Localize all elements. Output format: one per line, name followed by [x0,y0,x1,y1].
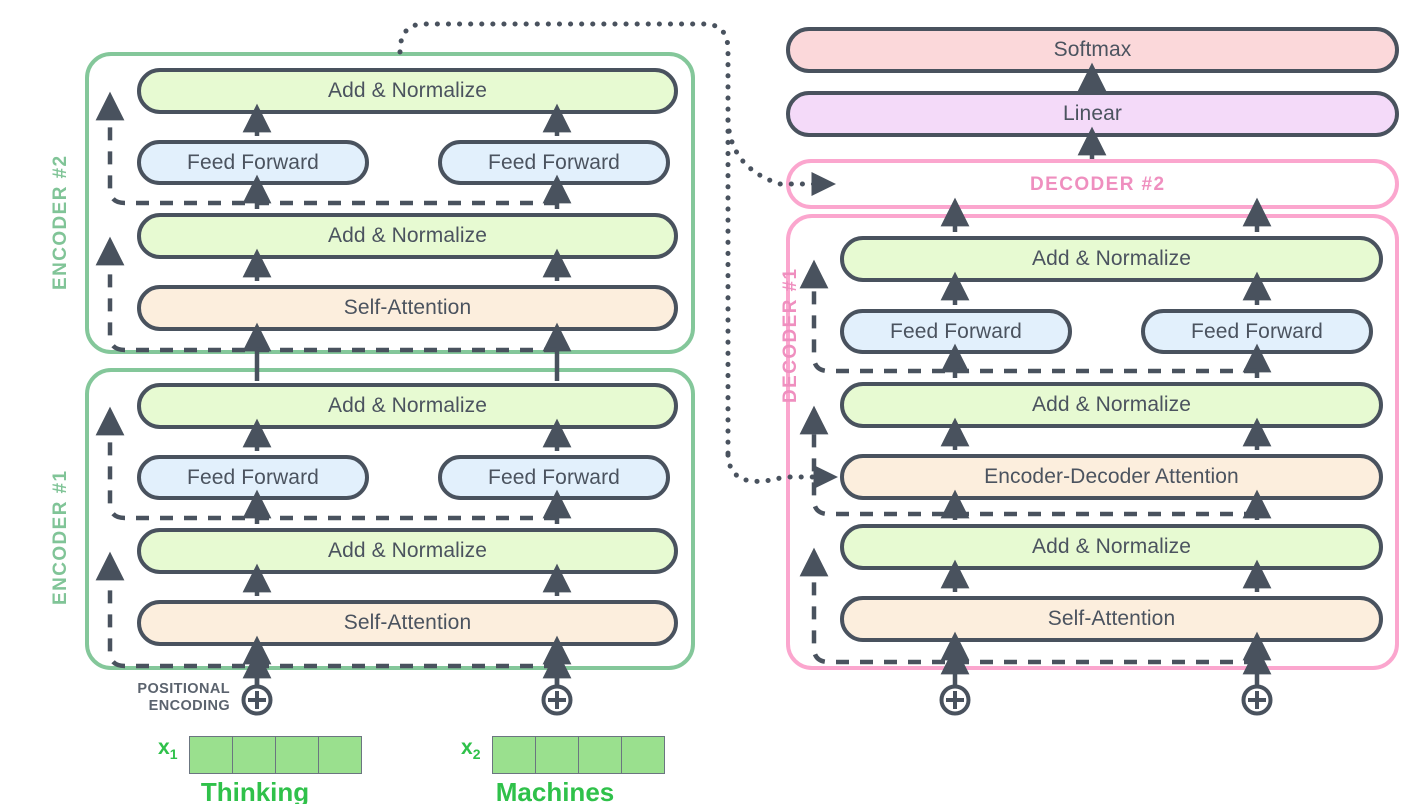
embedding-cell [578,736,622,774]
input-word-2: Machines [495,777,615,804]
encoder2-feed-forward-col2[interactable]: Feed Forward [438,140,670,185]
encoder1-add-normalize-bottom[interactable]: Add & Normalize [137,528,678,574]
encoder-block-1-label: ENCODER #1 [50,469,71,605]
softmax-layer[interactable]: Softmax [786,27,1399,73]
decoder-block-1-label: DECODER #1 [780,267,801,403]
positional-encoding-line1: POSITIONAL [137,681,230,697]
embedding-label-x2: x2 [461,736,481,763]
decoder-positional-encoding-adders [939,684,1273,716]
embedding-vector-x2 [492,736,665,774]
decoder1-self-attention[interactable]: Self-Attention [840,596,1383,642]
embedding-cell [318,736,362,774]
decoder1-add-normalize-bottom[interactable]: Add & Normalize [840,524,1383,570]
decoder-block-2-label: DECODER #2 [1030,174,1166,195]
positional-encoding-label: POSITIONAL ENCODING [130,681,230,715]
embedding-cell [189,736,233,774]
decoder1-feed-forward-col1[interactable]: Feed Forward [840,309,1072,354]
encoder2-self-attention[interactable]: Self-Attention [137,285,678,331]
positional-encoding-adders [241,684,573,716]
positional-encoding-line2: ENCODING [148,698,230,714]
input-word-1: Thinking [200,777,310,804]
embedding-cell [535,736,579,774]
encoder1-feed-forward-col2[interactable]: Feed Forward [438,455,670,500]
encoder-block-2-label: ENCODER #2 [50,154,71,290]
encoder2-feed-forward-col1[interactable]: Feed Forward [137,140,369,185]
encoder2-add-normalize-bottom[interactable]: Add & Normalize [137,213,678,259]
embedding-vector-x1 [189,736,362,774]
embedding-cell [621,736,665,774]
decoder-block-1 [786,214,1399,670]
linear-layer[interactable]: Linear [786,91,1399,137]
decoder1-add-normalize-top[interactable]: Add & Normalize [840,236,1383,282]
encoder1-add-normalize-top[interactable]: Add & Normalize [137,383,678,429]
decoder1-encoder-decoder-attention[interactable]: Encoder-Decoder Attention [840,454,1383,500]
embedding-cell [275,736,319,774]
embedding-cell [492,736,536,774]
embedding-cell [232,736,276,774]
encoder1-feed-forward-col1[interactable]: Feed Forward [137,455,369,500]
encoder2-add-normalize-top[interactable]: Add & Normalize [137,68,678,114]
embedding-label-x1: x1 [158,736,178,763]
decoder1-add-normalize-middle[interactable]: Add & Normalize [840,382,1383,428]
encoder1-self-attention[interactable]: Self-Attention [137,600,678,646]
decoder1-feed-forward-col2[interactable]: Feed Forward [1141,309,1373,354]
